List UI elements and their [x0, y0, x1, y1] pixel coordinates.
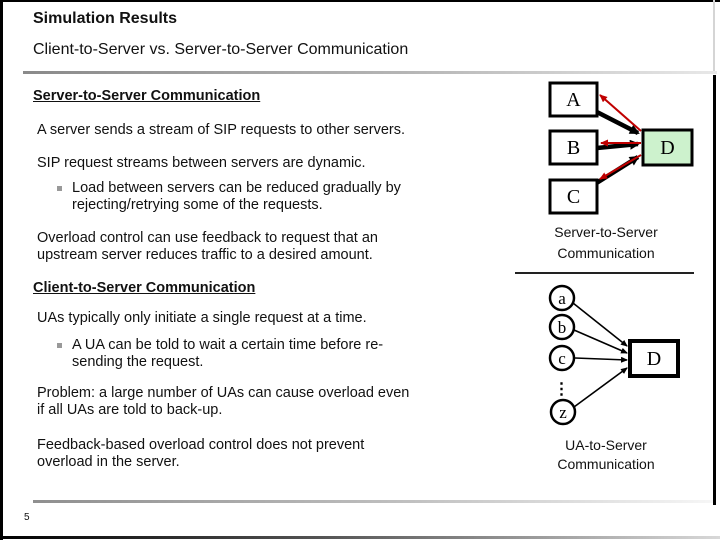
text-line: if all UAs are told to back-up. [37, 402, 223, 418]
slide-border-bottom [0, 536, 720, 539]
slide-border-right-upper [713, 0, 715, 71]
ua-server-box-d [628, 339, 680, 378]
bullet-item: Load between servers can be reduced grad… [57, 180, 505, 214]
caption-line: Communication [557, 456, 655, 472]
bullet-item: A UA can be told to wait a certain time … [57, 337, 505, 371]
ellipsis-dots: ⋮ [554, 381, 570, 398]
bullet-square-icon [57, 186, 62, 191]
section1-heading: Server-to-Server Communication [33, 88, 261, 104]
ua-node-z [549, 398, 577, 426]
title-separator-rule [23, 71, 717, 74]
text-line: sending the request. [72, 354, 204, 370]
slide-border-left [0, 0, 3, 540]
ua-to-server-caption: UA-to-Server Communication [515, 436, 697, 474]
page-number: 5 [24, 512, 30, 523]
arrow-b-to-d [596, 139, 640, 151]
arrow-ua-z-to-d [573, 367, 628, 408]
paragraph: Feedback-based overload control does not… [37, 437, 505, 471]
ua-label-z: z [559, 403, 567, 422]
bullet-square-icon [57, 343, 62, 348]
text-line: upstream server reduces traffic to a des… [37, 247, 373, 263]
server-box-b [548, 129, 599, 166]
server-to-server-caption: Server-to-Server Communication [515, 222, 697, 264]
arrow-ua-c-to-d [574, 356, 628, 363]
text-line: overload in the server. [37, 454, 180, 470]
bullet-text: Load between servers can be reduced grad… [72, 180, 401, 214]
ua-node-c [548, 344, 576, 372]
arrow-a-to-d [591, 107, 640, 136]
slide-title: Simulation Results [33, 10, 178, 27]
text-line: rejecting/retrying some of the requests. [72, 197, 323, 213]
slide-subtitle: Client-to-Server vs. Server-to-Server Co… [33, 41, 409, 58]
feedback-arrow-d-to-c [599, 154, 642, 180]
ua-server-label-d: D [647, 348, 661, 370]
text-line: UAs typically only initiate a single req… [37, 310, 367, 326]
caption-line: UA-to-Server [565, 437, 647, 453]
server-box-d [641, 128, 694, 167]
text-line: Load between servers can be reduced grad… [72, 180, 401, 196]
ua-node-b [548, 313, 576, 341]
section2-heading: Client-to-Server Communication [33, 280, 256, 296]
footer-separator-rule [33, 500, 713, 503]
text-column: Server-to-Server Communication A server … [33, 88, 505, 471]
feedback-arrow-d-to-a [599, 94, 642, 132]
slide-border-right [713, 75, 716, 505]
caption-line: Server-to-Server [554, 224, 658, 240]
paragraph: UAs typically only initiate a single req… [37, 310, 505, 327]
ua-node-a [548, 284, 576, 312]
node-label-c: C [567, 186, 580, 208]
paragraph: A server sends a stream of SIP requests … [37, 122, 505, 139]
text-line: Feedback-based overload control does not… [37, 437, 365, 453]
bullet-text: A UA can be told to wait a certain time … [72, 337, 383, 371]
paragraph: SIP request streams between servers are … [37, 155, 505, 172]
text-line: A UA can be told to wait a certain time … [72, 337, 384, 353]
server-to-server-diagram: A B C D [548, 81, 694, 215]
server-box-c [548, 178, 599, 215]
server-box-a [548, 81, 599, 118]
ua-label-c: c [558, 349, 566, 368]
caption-line: Communication [557, 245, 655, 261]
text-line: Overload control can use feedback to req… [37, 230, 378, 246]
node-label-d: D [660, 137, 674, 159]
text-line: SIP request streams between servers are … [37, 155, 366, 171]
node-label-a: A [566, 89, 581, 111]
slide-border-top [0, 0, 720, 2]
text-line: Problem: a large number of UAs can cause… [37, 385, 410, 401]
ua-label-b: b [558, 318, 567, 337]
text-line: A server sends a stream of SIP requests … [37, 122, 406, 138]
paragraph: Overload control can use feedback to req… [37, 230, 505, 264]
arrow-ua-a-to-d [572, 302, 628, 347]
diagram-divider-line [515, 272, 694, 274]
paragraph: Problem: a large number of UAs can cause… [37, 385, 505, 419]
ua-to-server-diagram: a b c ⋮ z D [548, 284, 680, 426]
ua-label-a: a [558, 289, 566, 308]
node-label-b: B [567, 137, 580, 159]
arrow-ua-b-to-d [573, 329, 628, 354]
